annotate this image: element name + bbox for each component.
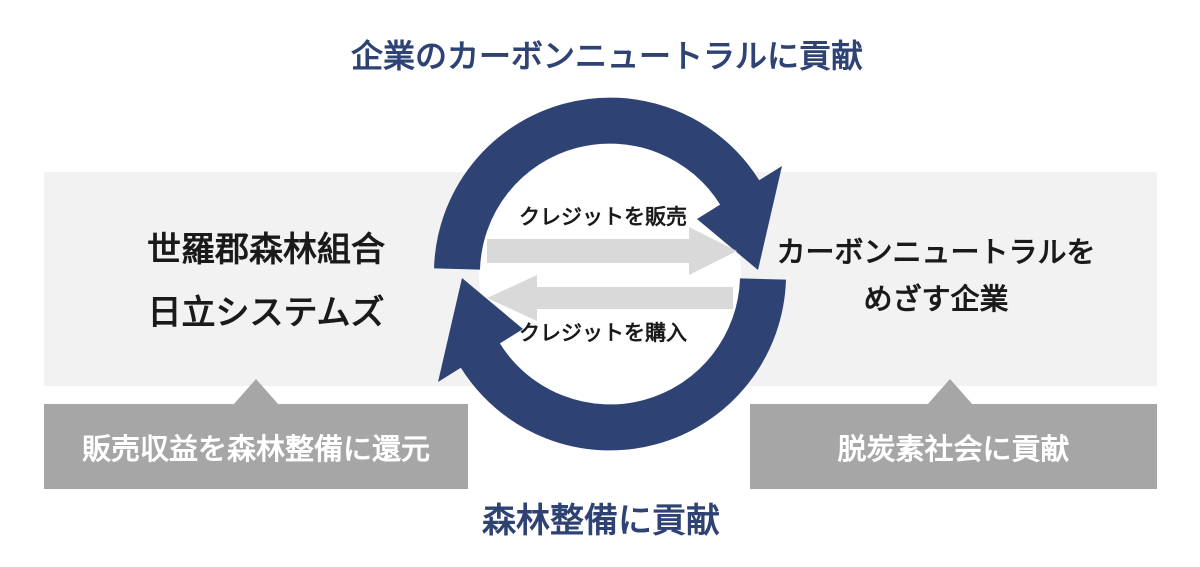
callout-pointer-left-icon <box>233 379 279 405</box>
left-party-name-2: 日立システムズ <box>147 294 385 332</box>
right-party-name-2: めざす企業 <box>863 284 1009 316</box>
cycle-arc-top <box>434 97 760 271</box>
buy-flow-arrow-icon <box>487 275 733 321</box>
page-title: 企業のカーボンニュートラルに貢献 <box>350 38 863 74</box>
sell-flow-label: クレジットを販売 <box>519 206 687 229</box>
left-callout-label: 販売収益を森林整備に還元 <box>81 433 430 466</box>
cycle-arrowhead-left-icon <box>438 278 523 382</box>
bottom-title: 森林整備に貢献 <box>482 502 720 540</box>
left-callout-box: 販売収益を森林整備に還元 <box>44 404 468 489</box>
cycle-arc-bottom <box>460 277 786 451</box>
right-callout-box: 脱炭素社会に貢献 <box>750 404 1157 489</box>
right-party-name-1: カーボンニュートラルを <box>776 237 1096 269</box>
callout-pointer-right-icon <box>927 379 973 405</box>
cycle-inner-disc <box>479 143 741 405</box>
right-callout-label: 脱炭素社会に貢献 <box>837 433 1070 466</box>
buy-flow-label: クレジットを購入 <box>519 322 687 345</box>
sell-flow-arrow-icon <box>487 227 737 275</box>
cycle-arrowhead-right-icon <box>697 166 782 270</box>
left-party-name-1: 世羅郡森林組合 <box>147 231 385 269</box>
